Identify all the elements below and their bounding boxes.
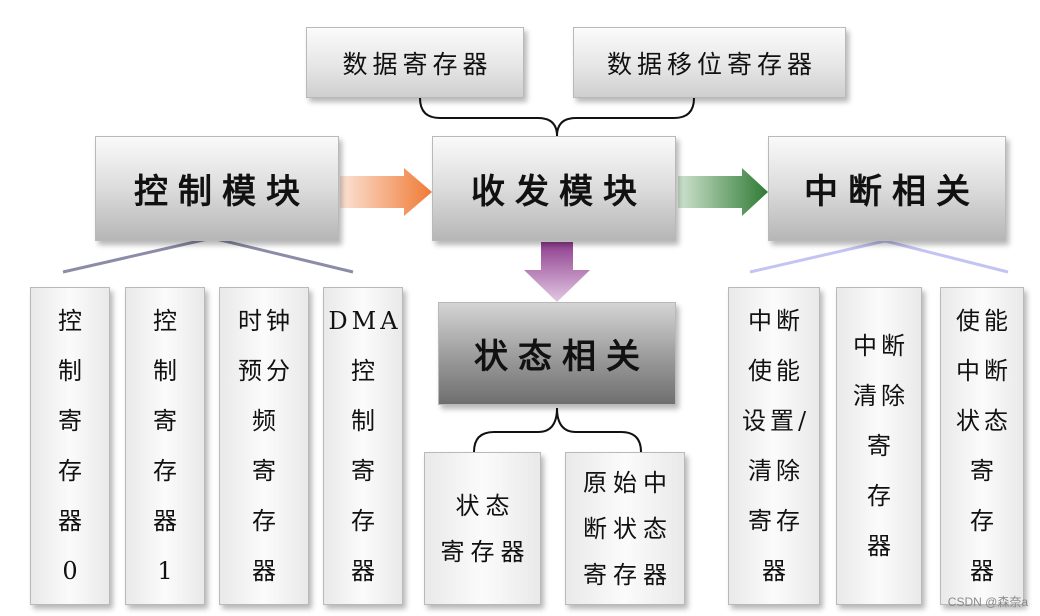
interrupt-module-box: 中断相关 [768, 136, 1006, 241]
watermark: CSDN @森奈a [947, 595, 1028, 609]
raw-interrupt-status-register-label: 原始中 断状态 寄存器 [583, 468, 673, 589]
status-module-label: 状态相关 [474, 337, 650, 377]
data-register-box: 数据寄存器 [306, 27, 524, 98]
arrow-transceiver-to-status [524, 242, 590, 302]
interrupt-bracket [749, 239, 1009, 274]
dma-control-register-label: DMA 控 制 寄 存 器 [328, 307, 402, 585]
status-brace [473, 407, 642, 453]
interrupt-module-label: 中断相关 [804, 172, 980, 212]
arrow-control-to-transceiver [340, 168, 432, 216]
data-register-label: 数据寄存器 [342, 49, 493, 79]
control-register-0-box: 控 制 寄 存 器 0 [30, 287, 110, 605]
enabled-interrupt-status-register-label: 使能 中断 状态 寄 存 器 [956, 307, 1012, 585]
arrow-transceiver-to-interrupt [678, 168, 768, 216]
clock-prescaler-register-label: 时钟 预分 频 寄 存 器 [238, 307, 294, 585]
interrupt-clear-register-box: 中断 清除 寄 存 器 [836, 287, 922, 605]
control-module-box: 控制模块 [95, 136, 339, 241]
interrupt-enable-set-clear-register-box: 中断 使能 设置/ 清除 寄存 器 [728, 287, 820, 605]
shift-register-box: 数据移位寄存器 [573, 27, 846, 98]
dma-control-register-box: DMA 控 制 寄 存 器 [323, 287, 403, 605]
control-register-1-label: 控 制 寄 存 器 1 [153, 307, 181, 585]
interrupt-clear-register-label: 中断 清除 寄 存 器 [853, 332, 909, 560]
status-module-box: 状态相关 [438, 302, 676, 405]
clock-prescaler-register-box: 时钟 预分 频 寄 存 器 [219, 287, 309, 605]
transceiver-module-box: 收发模块 [432, 136, 676, 241]
transceiver-module-label: 收发模块 [471, 172, 647, 212]
raw-interrupt-status-register-box: 原始中 断状态 寄存器 [565, 452, 685, 605]
status-register-box: 状态 寄存器 [424, 452, 541, 605]
control-register-1-box: 控 制 寄 存 器 1 [125, 287, 205, 605]
control-register-0-label: 控 制 寄 存 器 0 [58, 307, 86, 585]
control-bracket [62, 236, 354, 274]
enabled-interrupt-status-register-box: 使能 中断 状态 寄 存 器 [940, 287, 1024, 605]
top-brace [419, 97, 695, 137]
status-register-label: 状态 寄存器 [440, 491, 531, 566]
shift-register-label: 数据移位寄存器 [606, 49, 817, 79]
control-module-label: 控制模块 [134, 172, 310, 212]
interrupt-enable-set-clear-register-label: 中断 使能 设置/ 清除 寄存 器 [741, 307, 811, 585]
